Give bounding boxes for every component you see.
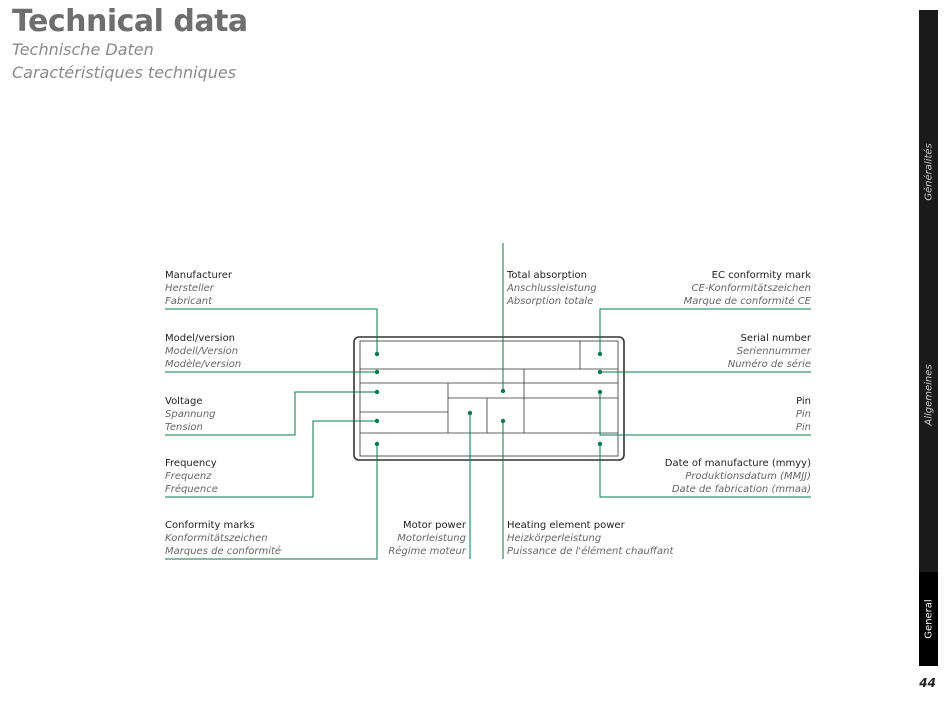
leader-manufacturer [165,308,378,354]
leader-voltage [165,391,377,436]
page-title: Technical data [12,4,248,39]
sidebar [919,10,938,666]
page-subtitle-de: Technische Daten [12,40,154,59]
leader-conformity [165,444,378,560]
rating-plate [353,336,625,461]
leader-frequency [165,420,377,498]
page-number: 44 [919,676,936,690]
leader-pin [599,392,811,436]
leader-ec-mark [599,308,811,354]
label-date-of-manufacture: Date of manufacture (mmyy)Produktionsdat… [664,458,811,495]
tab-general[interactable]: General [919,572,938,666]
leader-lines [165,243,811,560]
leader-date [599,444,811,498]
marker-dots [374,351,603,447]
page-subtitle-fr: Caractéristiques techniques [12,63,237,82]
